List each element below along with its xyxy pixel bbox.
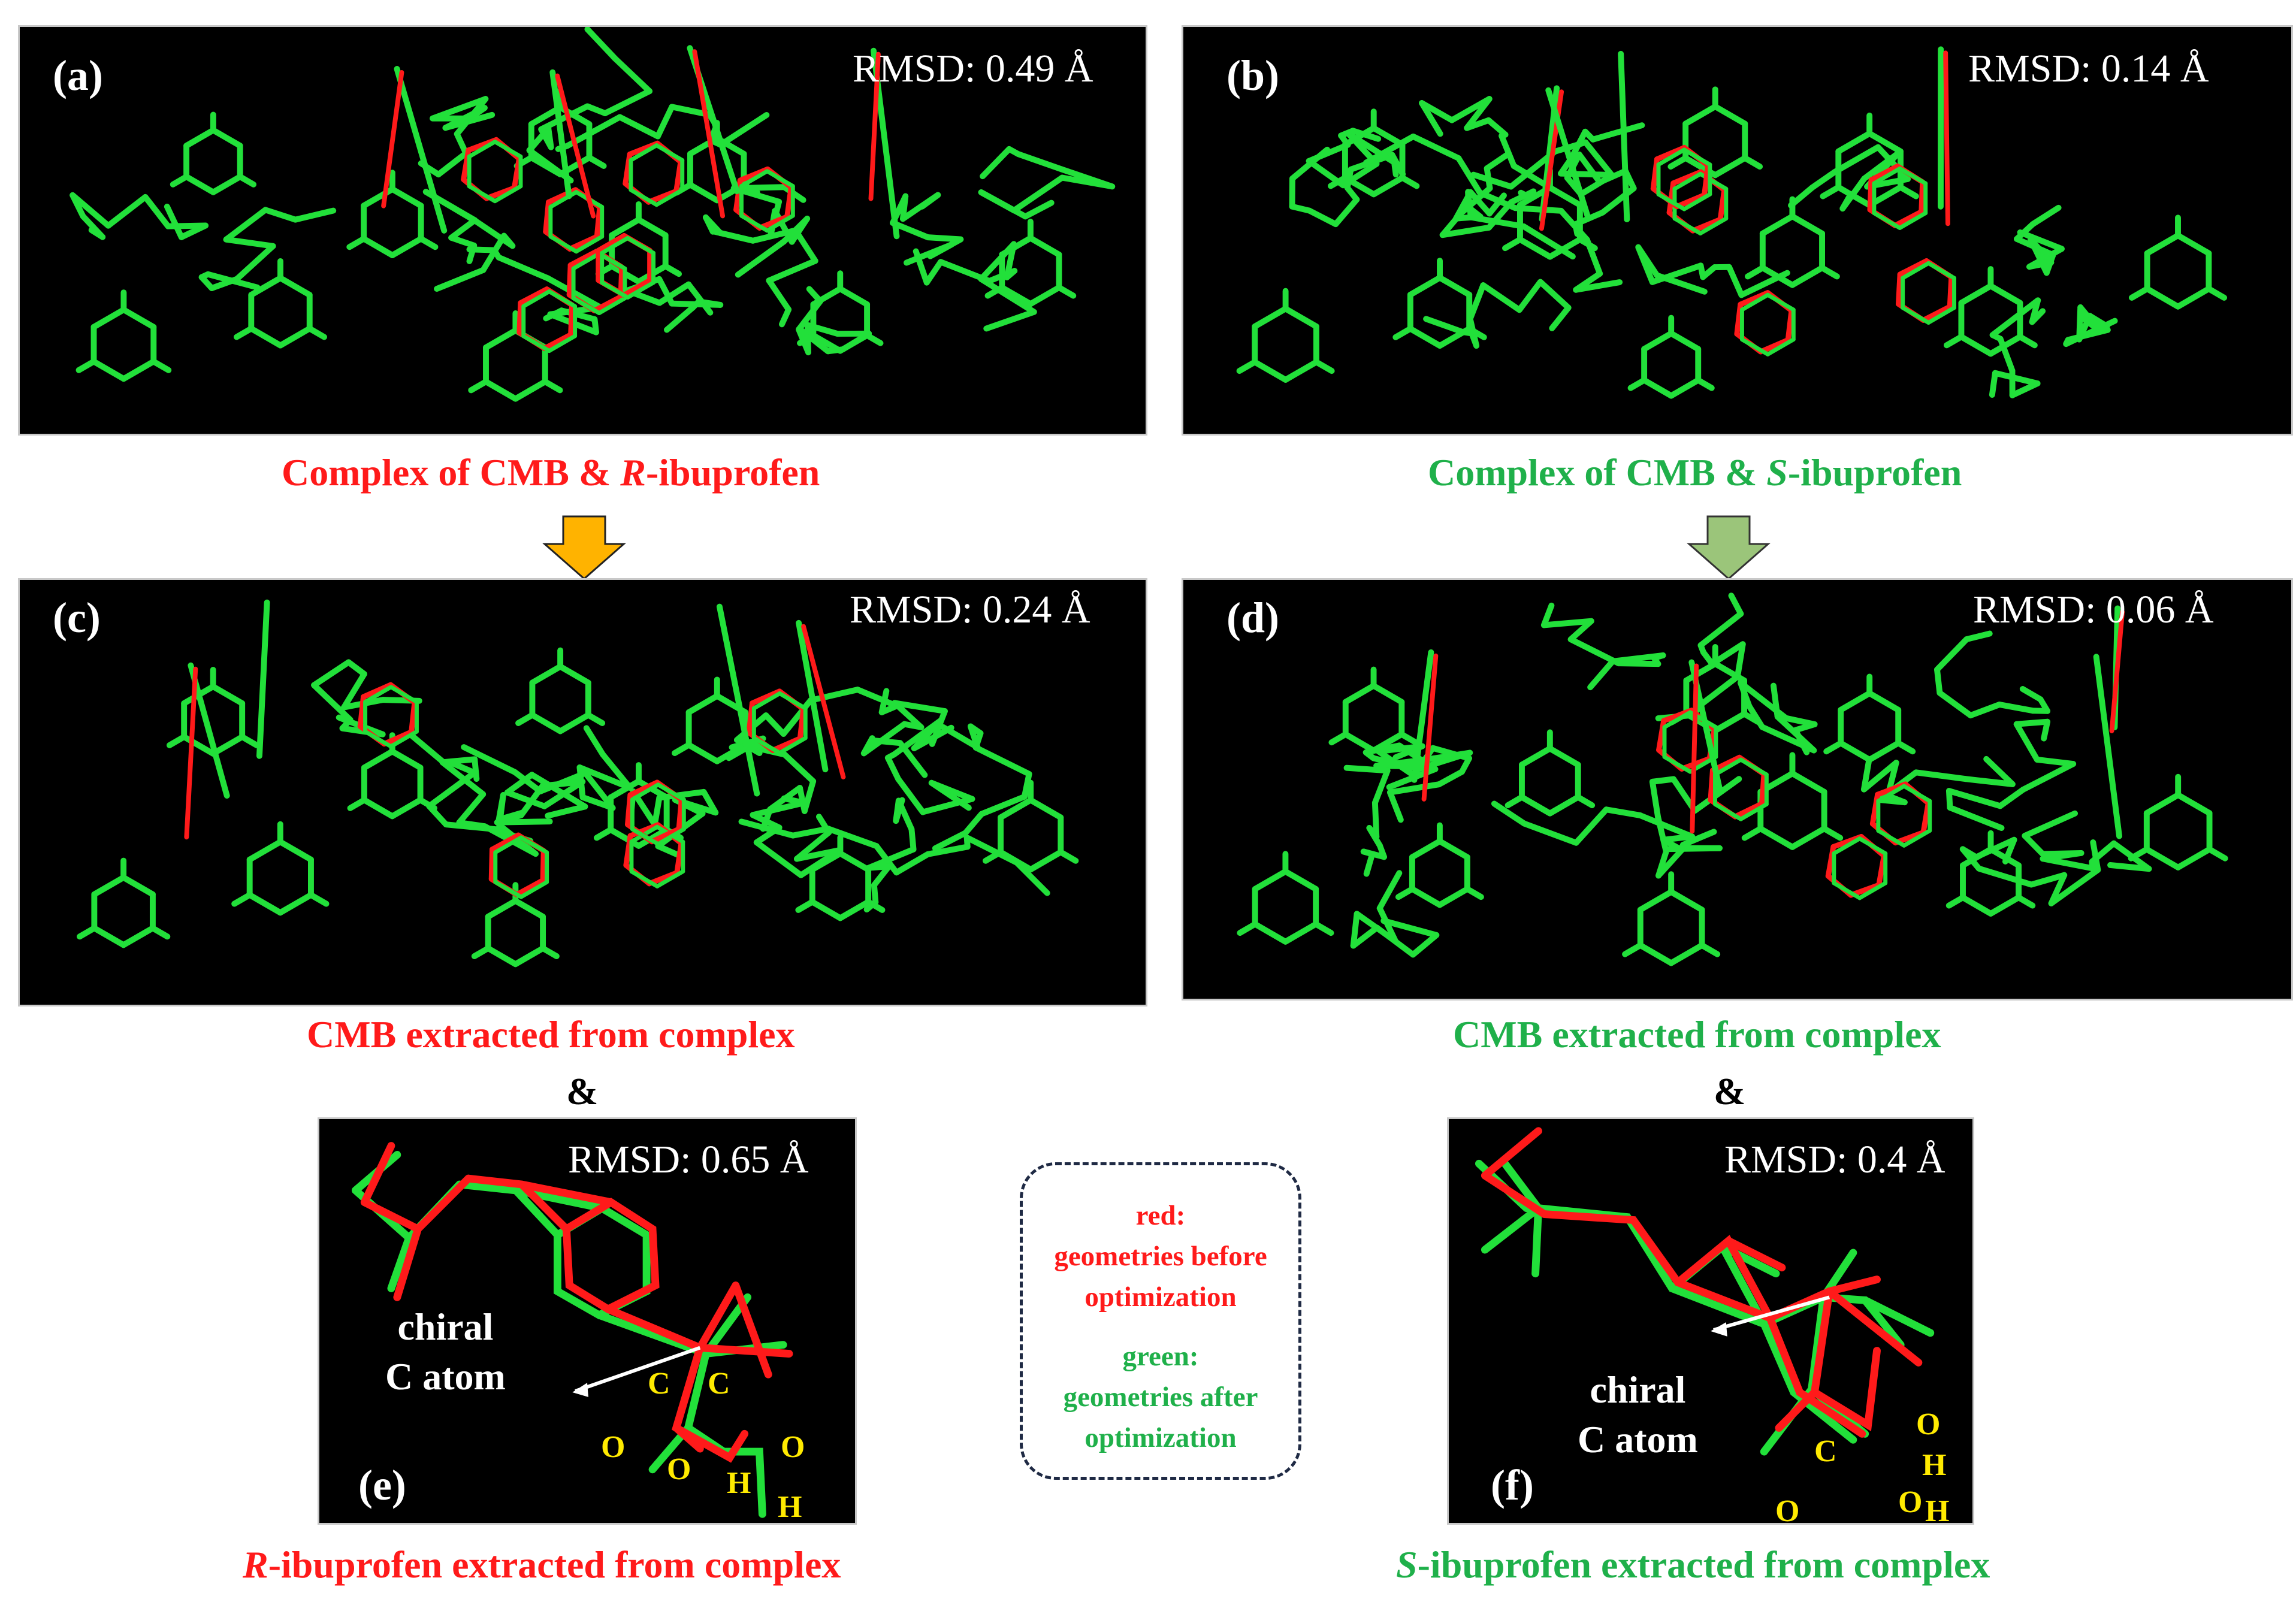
caption-complex-s-suffix: -ibuprofen (1787, 451, 1962, 494)
rmsd-a: RMSD: 0.49 Å (853, 47, 1093, 90)
atom-label-e-h2: H (778, 1490, 802, 1524)
chiral-label-f-line2: C atom (1578, 1418, 1698, 1461)
legend-green: green: geometries after optimization (1023, 1336, 1298, 1458)
down-arrow-right-icon (1687, 515, 1771, 580)
legend-green-line1: green: (1122, 1341, 1199, 1372)
atom-label-f-o3: O (1775, 1494, 1800, 1525)
panel-a: (a) RMSD: 0.49 Å (18, 25, 1147, 436)
caption-r-ibu-suffix: -ibuprofen extracted from complex (268, 1543, 841, 1586)
panel-c: (c) RMSD: 0.24 Å (18, 578, 1147, 1006)
chiral-label-e-line1: chiral (397, 1305, 494, 1348)
panel-label-d: (d) (1226, 594, 1279, 642)
legend-green-line2: geometries after (1063, 1382, 1258, 1413)
molecule-overlay-d (1237, 593, 2228, 966)
ibuprofen-overlay-f (1475, 1127, 1935, 1456)
panel-b: (b) RMSD: 0.14 Å (1182, 25, 2293, 436)
atom-label-f-h2: H (1925, 1494, 1950, 1525)
panel-f: RMSD: 0.4 Å chiral C atom O H C O H O (f… (1447, 1117, 1974, 1525)
panel-label-f: (f) (1491, 1461, 1534, 1509)
ampersand-right: & (1714, 1070, 1746, 1113)
atom-label-e-h1: H (727, 1466, 751, 1500)
chiral-label-e: chiral C atom (385, 1302, 506, 1401)
caption-r-ibuprofen-extracted: R-ibuprofen extracted from complex (243, 1543, 841, 1587)
caption-cmb-extracted-left: CMB extracted from complex (307, 1013, 795, 1056)
molecule-overlay-c (76, 599, 1079, 968)
caption-complex-s-italic: S (1766, 451, 1788, 494)
rmsd-b: RMSD: 0.14 Å (1968, 47, 2209, 90)
atom-label-e-c1: C (648, 1367, 670, 1401)
panel-label-c: (c) (53, 594, 101, 642)
caption-complex-r-italic: R (620, 451, 646, 494)
atom-label-f-o2: O (1898, 1485, 1923, 1519)
atom-label-e-c2: C (708, 1367, 730, 1401)
molecule-overlay-a (70, 27, 1116, 402)
down-arrow-left-icon (542, 515, 626, 580)
legend-red-line3: optimization (1084, 1281, 1237, 1313)
rmsd-d: RMSD: 0.06 Å (1973, 588, 2214, 631)
panel-label-e: (e) (358, 1461, 406, 1509)
rmsd-c: RMSD: 0.24 Å (850, 588, 1090, 631)
caption-complex-s: Complex of CMB & S-ibuprofen (1428, 451, 1962, 495)
chiral-label-e-line2: C atom (385, 1355, 506, 1398)
chiral-label-f-line1: chiral (1590, 1368, 1686, 1411)
legend-red-line1: red: (1135, 1200, 1186, 1231)
atom-label-f-h1: H (1922, 1448, 1947, 1482)
molecule-overlay-b (1236, 46, 2228, 399)
atom-label-e-o3: O (781, 1430, 805, 1464)
caption-complex-r: Complex of CMB & R-ibuprofen (282, 451, 820, 495)
caption-cmb-extracted-right: CMB extracted from complex (1453, 1013, 1941, 1056)
caption-complex-r-suffix: -ibuprofen (645, 451, 820, 494)
atom-label-e-o2: O (667, 1452, 691, 1486)
panel-d: (d) RMSD: 0.06 Å (1182, 578, 2293, 1001)
caption-s-ibu-italic: S (1396, 1543, 1418, 1586)
chiral-label-f: chiral C atom (1578, 1365, 1698, 1464)
color-legend: red: geometries before optimization gree… (1020, 1162, 1301, 1480)
ampersand-left: & (566, 1070, 599, 1113)
ibuprofen-overlay-e (351, 1142, 793, 1518)
panel-label-b: (b) (1226, 52, 1279, 99)
legend-red: red: geometries before optimization (1023, 1195, 1298, 1317)
atom-label-e-o1: O (601, 1430, 626, 1464)
rmsd-f: RMSD: 0.4 Å (1724, 1138, 1945, 1181)
legend-green-line3: optimization (1084, 1422, 1237, 1454)
caption-s-ibuprofen-extracted: S-ibuprofen extracted from complex (1396, 1543, 1990, 1587)
atom-label-f-o1: O (1916, 1407, 1941, 1441)
panel-e: RMSD: 0.65 Å chiral C atom C C O O O H H… (318, 1117, 857, 1525)
caption-s-ibu-suffix: -ibuprofen extracted from complex (1417, 1543, 1990, 1586)
rmsd-e: RMSD: 0.65 Å (568, 1138, 809, 1181)
caption-r-ibu-italic: R (243, 1543, 268, 1586)
legend-red-line2: geometries before (1054, 1241, 1267, 1272)
atom-label-f-c1: C (1814, 1434, 1837, 1468)
caption-complex-s-prefix: Complex of CMB & (1428, 451, 1767, 494)
caption-complex-r-prefix: Complex of CMB & (282, 451, 621, 494)
panel-label-a: (a) (53, 52, 103, 99)
